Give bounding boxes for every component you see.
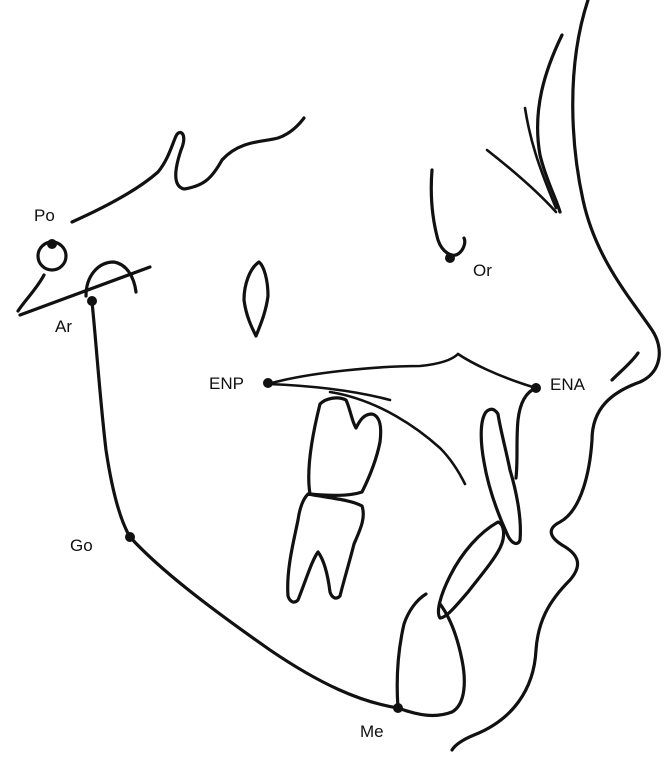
nose-ala: [612, 353, 638, 380]
mandibular-border: [92, 302, 464, 715]
upper-molar: [309, 398, 381, 495]
orbit-outline: [431, 170, 465, 255]
pterygomaxillary-fissure: [244, 262, 268, 336]
lower-incisor: [438, 522, 503, 618]
point-porion: [47, 239, 57, 249]
point-menton: [393, 703, 403, 713]
point-orbitale: [445, 253, 455, 263]
label-go: Go: [70, 536, 93, 555]
label-me: Me: [360, 722, 384, 741]
nasal-floor: [268, 354, 458, 384]
condyle-outline: [86, 262, 136, 296]
premaxilla-anterior: [516, 388, 536, 478]
label-enp: ENP: [209, 374, 244, 393]
posterior-condyle-line: [18, 275, 44, 311]
label-ena: ENA: [550, 375, 586, 394]
symphysis-inner: [397, 594, 426, 708]
point-enp: [263, 378, 273, 388]
cranial-base-contour: [72, 118, 304, 222]
label-po: Po: [34, 206, 55, 225]
oral-palate-curve: [330, 392, 465, 484]
nasal-bone-outline: [538, 35, 562, 212]
label-or: Or: [473, 261, 492, 280]
point-gonion: [125, 532, 135, 542]
label-ar: Ar: [55, 317, 72, 336]
point-ena: [531, 383, 541, 393]
palatal-roof: [458, 354, 536, 388]
point-articulare: [87, 296, 97, 306]
lower-molar: [288, 494, 364, 602]
